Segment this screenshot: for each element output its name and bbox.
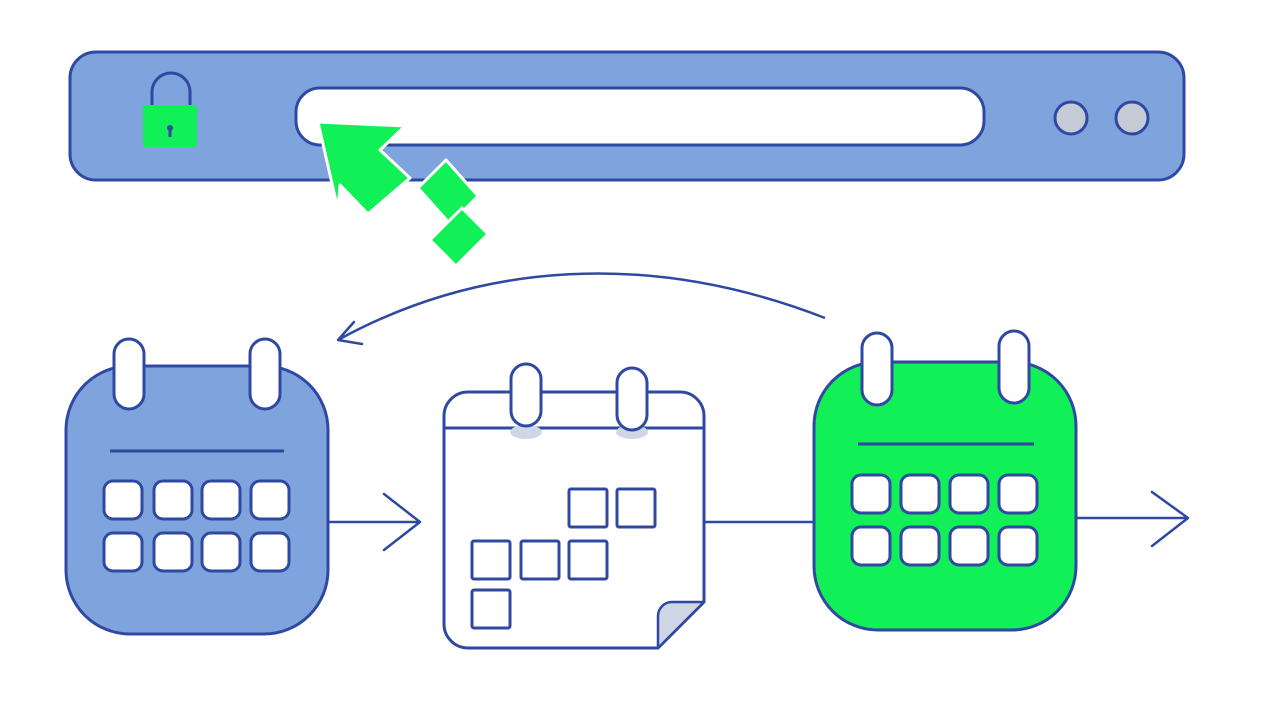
calendar-day-cell	[152, 479, 194, 521]
calendar-day-cell	[567, 487, 609, 529]
calendar-day-cell	[899, 473, 941, 515]
calendar-day-cell	[850, 473, 892, 515]
lock-icon	[143, 71, 197, 147]
calendar-day-cell	[102, 479, 144, 521]
calendar-ring	[860, 331, 894, 407]
calendar-day-cell	[899, 525, 941, 567]
calendar-day-cell	[470, 539, 512, 581]
calendar-ring	[509, 362, 543, 428]
address-field[interactable]	[294, 86, 986, 147]
calendar-icon	[812, 329, 1078, 632]
arrow-right-icon	[328, 492, 422, 552]
calendar-day-cell	[249, 479, 291, 521]
curved-arrow-back-icon	[336, 272, 826, 346]
calendar-day-cell	[948, 525, 990, 567]
calendar-day-cell	[948, 473, 990, 515]
window-control-button[interactable]	[1114, 100, 1150, 136]
calendar-day-cell	[997, 473, 1039, 515]
calendar-day-cell	[249, 531, 291, 573]
calendar-grid	[102, 479, 291, 573]
calendar-day-cell	[102, 531, 144, 573]
calendar-grid	[470, 487, 657, 630]
calendar-day-cell	[615, 487, 657, 529]
calendar-ring	[615, 366, 649, 432]
calendar-day-cell	[997, 525, 1039, 567]
calendar-grid	[850, 473, 1039, 567]
calendar-day-cell	[567, 539, 609, 581]
calendar-day-cell	[519, 539, 561, 581]
browser-toolbar	[68, 50, 1186, 182]
calendar-ring	[248, 337, 282, 411]
calendar-day-cell	[152, 531, 194, 573]
calendar-day-cell	[200, 531, 242, 573]
calendar-icon	[64, 337, 330, 636]
calendar-day-cell	[470, 588, 512, 630]
calendar-day-cell	[850, 525, 892, 567]
calendar-day-cell	[200, 479, 242, 521]
arrow-right-icon	[1076, 490, 1190, 548]
calendar-ring	[112, 337, 146, 411]
page-corner	[656, 600, 706, 650]
calendar-icon	[442, 362, 706, 650]
calendar-ring	[997, 329, 1031, 405]
arrow-pointer-icon	[316, 120, 490, 268]
window-control-button[interactable]	[1053, 100, 1089, 136]
